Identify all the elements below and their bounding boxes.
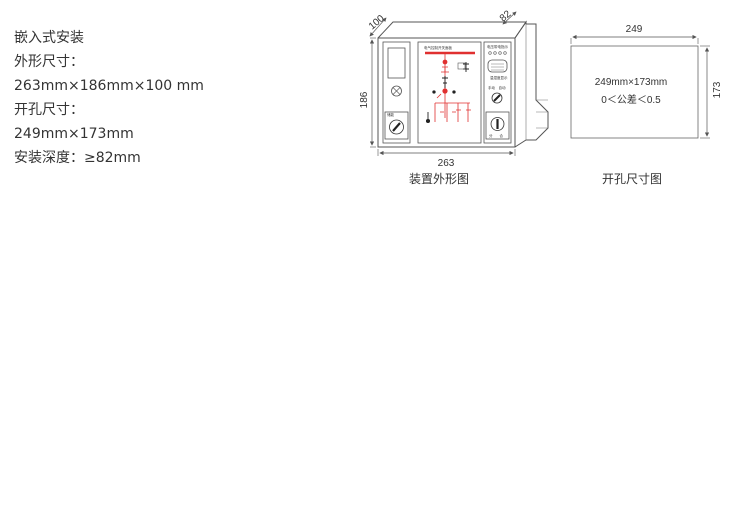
spec-depth: 安装深度：≥82mm	[14, 150, 141, 166]
svg-text:电气控制开关面板: 电气控制开关面板	[424, 45, 452, 50]
cutout-size-text: 249mm×173mm	[595, 77, 668, 88]
outline-height-dim: 186	[359, 91, 370, 108]
spec-cutout-size: 249mm×173mm	[14, 126, 134, 142]
device-rear-housing	[514, 20, 549, 148]
device-outline-drawing: 电气控制开关面板 电压带电指示 温湿度显示 手动 自动 分 合 储能 186 2…	[359, 8, 549, 169]
device-indicator-lamp	[391, 85, 402, 97]
svg-text:分 合: 分 合	[489, 133, 503, 138]
device-right-section	[483, 41, 512, 144]
cutout-caption: 开孔尺寸图	[602, 172, 663, 186]
device-mimic-panel	[417, 41, 482, 144]
svg-text:电压带电指示: 电压带电指示	[487, 44, 508, 49]
cutout-tolerance-text: 0＜公差＜0.5	[601, 93, 661, 106]
cutout-height-dim: 173	[712, 81, 723, 98]
cutout-rectangle	[570, 45, 699, 139]
svg-text:温湿度显示: 温湿度显示	[490, 75, 508, 80]
device-led-row	[488, 51, 507, 55]
outline-width-dim: 263	[438, 158, 455, 169]
spec-list: 嵌入式安装 外形尺寸： 263mm×186mm×100 mm 开孔尺寸： 249…	[14, 26, 204, 170]
spec-cutout-label: 开孔尺寸：	[14, 102, 84, 118]
spec-outline-label: 外形尺寸：	[14, 54, 84, 70]
outline-caption: 装置外形图	[409, 172, 470, 186]
device-display-window	[387, 47, 406, 79]
svg-text:手动 自动: 手动 自动	[488, 85, 506, 90]
device-keypad	[487, 59, 508, 73]
svg-text:储能: 储能	[387, 112, 395, 117]
spec-mount-type: 嵌入式安装	[14, 30, 84, 46]
device-left-knob-box	[384, 111, 409, 140]
outline-depth-dim: 100	[367, 13, 387, 32]
spec-outline-size: 263mm×186mm×100 mm	[14, 78, 204, 94]
cutout-width-dim: 249	[626, 24, 643, 35]
device-right-knob-box	[485, 111, 510, 140]
cutout-drawing: 249 173 249mm×173mm 0＜公差＜0.5	[570, 24, 723, 139]
device-left-section	[382, 41, 411, 144]
